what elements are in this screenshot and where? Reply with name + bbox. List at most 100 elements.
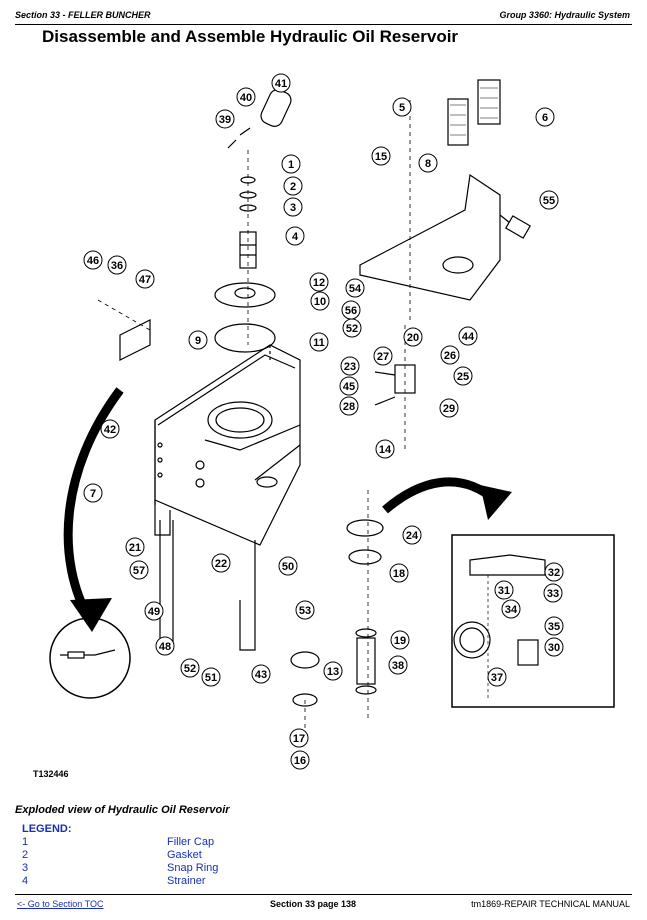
svg-text:54: 54 bbox=[349, 283, 362, 295]
callout: 11 bbox=[309, 332, 329, 352]
svg-text:6: 6 bbox=[542, 112, 548, 124]
svg-text:19: 19 bbox=[394, 635, 406, 647]
svg-text:41: 41 bbox=[275, 78, 287, 90]
callout: 15 bbox=[371, 146, 391, 166]
legend-item-name: Snap Ring bbox=[167, 862, 219, 874]
callout: 31 bbox=[494, 580, 514, 600]
svg-text:33: 33 bbox=[547, 588, 559, 600]
svg-text:15: 15 bbox=[375, 151, 387, 163]
callout: 29 bbox=[439, 398, 459, 418]
svg-text:9: 9 bbox=[195, 335, 201, 347]
callout: 7 bbox=[83, 483, 103, 503]
svg-text:43: 43 bbox=[255, 669, 267, 681]
callout: 54 bbox=[345, 278, 365, 298]
callout: 50 bbox=[278, 556, 298, 576]
legend-item-name: Filler Cap bbox=[167, 836, 215, 848]
svg-text:13: 13 bbox=[327, 666, 339, 678]
callout: 57 bbox=[129, 560, 149, 580]
detail-arrow-left bbox=[63, 387, 124, 623]
callout: 20 bbox=[403, 327, 423, 347]
callout: 24 bbox=[402, 525, 422, 545]
svg-text:12: 12 bbox=[313, 277, 325, 289]
svg-text:14: 14 bbox=[379, 444, 392, 456]
callout: 47 bbox=[135, 269, 155, 289]
svg-text:27: 27 bbox=[377, 351, 389, 363]
svg-text:22: 22 bbox=[215, 558, 227, 570]
manual-name: tm1869-REPAIR TECHNICAL MANUAL bbox=[471, 899, 630, 909]
callout: 10 bbox=[310, 291, 330, 311]
svg-text:5: 5 bbox=[399, 102, 405, 114]
svg-text:24: 24 bbox=[406, 530, 419, 542]
callout: 19 bbox=[390, 630, 410, 650]
svg-text:44: 44 bbox=[462, 331, 475, 343]
callout: 9 bbox=[188, 330, 208, 350]
figure-caption: Exploded view of Hydraulic Oil Reservoir bbox=[15, 804, 230, 816]
page-title: Disassemble and Assemble Hydraulic Oil R… bbox=[42, 27, 459, 46]
callout: 12 bbox=[309, 272, 329, 292]
svg-text:42: 42 bbox=[104, 424, 116, 436]
svg-text:39: 39 bbox=[219, 114, 231, 126]
svg-text:2: 2 bbox=[290, 181, 296, 193]
callout: 4 bbox=[285, 226, 305, 246]
svg-text:49: 49 bbox=[148, 606, 160, 618]
callout: 45 bbox=[339, 376, 359, 396]
svg-text:23: 23 bbox=[344, 361, 356, 373]
callout: 51 bbox=[201, 667, 221, 687]
page-number: Section 33 page 138 bbox=[270, 899, 357, 909]
svg-text:4: 4 bbox=[292, 231, 299, 243]
callout: 43 bbox=[251, 664, 271, 684]
svg-text:20: 20 bbox=[407, 332, 419, 344]
callout: 53 bbox=[295, 600, 315, 620]
callout: 18 bbox=[389, 563, 409, 583]
callout: 3 bbox=[283, 197, 303, 217]
callout: 38 bbox=[388, 655, 408, 675]
legend-item-name: Strainer bbox=[167, 875, 206, 887]
callout: 1 bbox=[281, 154, 301, 174]
callout: 44 bbox=[458, 326, 478, 346]
svg-text:55: 55 bbox=[543, 195, 555, 207]
svg-text:17: 17 bbox=[293, 733, 305, 745]
callout: 6 bbox=[535, 107, 555, 127]
callouts: 41 40 39 1 2 3 4 12 10 11 46 36 47 9 42 … bbox=[83, 73, 564, 770]
callout: 56 bbox=[341, 300, 361, 320]
svg-text:11: 11 bbox=[313, 337, 325, 349]
svg-text:25: 25 bbox=[457, 371, 469, 383]
callout: 39 bbox=[215, 109, 235, 129]
callout: 41 bbox=[271, 73, 291, 93]
arrowhead-right-icon bbox=[480, 485, 512, 520]
diagram-artwork bbox=[49, 79, 615, 740]
callout: 26 bbox=[440, 345, 460, 365]
footer-divider bbox=[15, 894, 632, 895]
go-to-section-toc-link[interactable]: <- Go to Section TOC bbox=[17, 899, 104, 909]
svg-text:51: 51 bbox=[205, 672, 217, 684]
svg-text:34: 34 bbox=[505, 604, 518, 616]
svg-text:37: 37 bbox=[491, 672, 503, 684]
header-divider bbox=[15, 24, 632, 25]
svg-text:18: 18 bbox=[393, 568, 405, 580]
arrowhead-left-icon bbox=[70, 598, 112, 632]
callout: 13 bbox=[323, 661, 343, 681]
svg-text:30: 30 bbox=[548, 642, 560, 654]
svg-text:32: 32 bbox=[548, 567, 560, 579]
svg-text:47: 47 bbox=[139, 274, 151, 286]
svg-text:38: 38 bbox=[392, 660, 404, 672]
callout: 52 bbox=[180, 658, 200, 678]
svg-text:52: 52 bbox=[346, 323, 358, 335]
callout: 14 bbox=[375, 439, 395, 459]
svg-text:16: 16 bbox=[294, 755, 306, 767]
svg-text:1: 1 bbox=[288, 159, 294, 171]
callout: 49 bbox=[144, 601, 164, 621]
callout: 46 bbox=[83, 250, 103, 270]
callout: 2 bbox=[283, 176, 303, 196]
svg-text:10: 10 bbox=[314, 296, 326, 308]
callout: 37 bbox=[487, 667, 507, 687]
exploded-view-diagram: 41 40 39 1 2 3 4 12 10 11 46 36 47 9 42 … bbox=[49, 73, 615, 770]
group-header: Group 3360: Hydraulic System bbox=[499, 10, 630, 20]
callout: 33 bbox=[543, 583, 563, 603]
callout: 28 bbox=[339, 396, 359, 416]
svg-text:8: 8 bbox=[425, 158, 431, 170]
callout: 40 bbox=[236, 87, 256, 107]
callout: 16 bbox=[290, 750, 310, 770]
svg-text:28: 28 bbox=[343, 401, 355, 413]
svg-text:50: 50 bbox=[282, 561, 294, 573]
